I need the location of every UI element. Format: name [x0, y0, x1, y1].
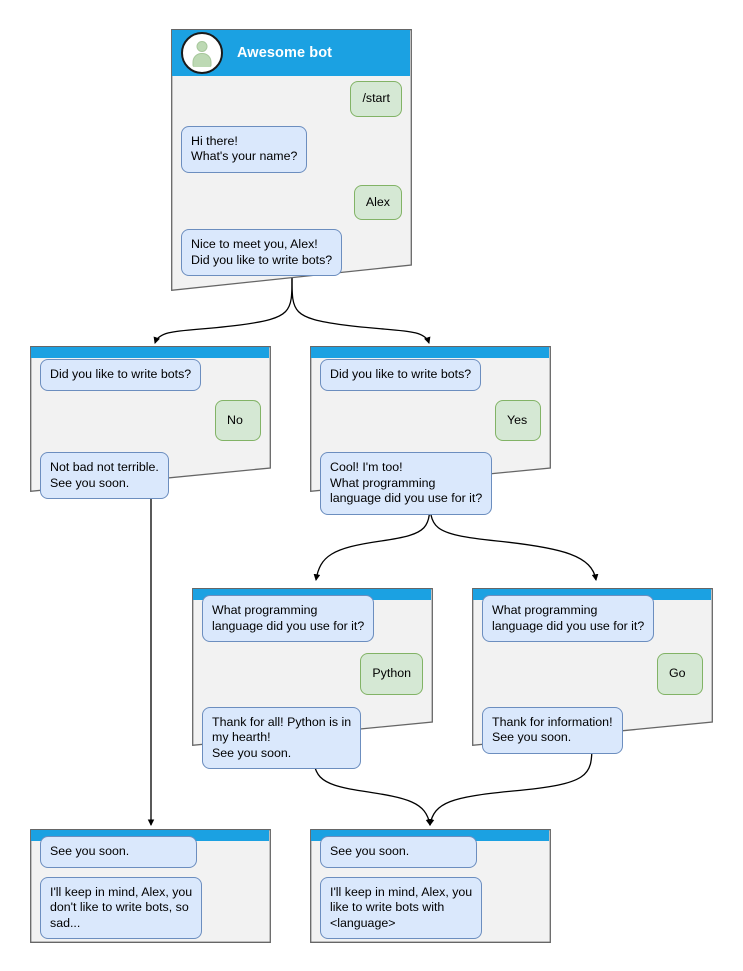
node-yes-branch[interactable]: Did you like to write bots? Yes Cool! I'… [310, 346, 551, 515]
bot-message-bubble: I'll keep in mind, Alex, you like to wri… [320, 876, 483, 939]
end-sad-chat-area: See you soon. I'll keep in mind, Alex, y… [30, 836, 271, 948]
card-header-strip [31, 830, 269, 841]
message-row: I'll keep in mind, Alex, you don't like … [40, 876, 261, 939]
node-python-branch[interactable]: What programming language did you use fo… [192, 588, 433, 769]
message-row: Did you like to write bots? [40, 359, 261, 391]
message-row: I'll keep in mind, Alex, you like to wri… [320, 876, 541, 939]
node-go-branch[interactable]: What programming language did you use fo… [472, 588, 713, 754]
user-message-bubble: Yes [495, 399, 541, 441]
message-row: Did you like to write bots? [320, 359, 541, 391]
bot-message-bubble: Thank for all! Python is in my hearth! S… [202, 706, 362, 769]
message-row: See you soon. [40, 836, 261, 868]
node-end-sad[interactable]: See you soon. I'll keep in mind, Alex, y… [30, 829, 271, 943]
user-message-bubble: Python [360, 653, 423, 695]
bot-message-bubble: Did you like to write bots? [320, 359, 482, 391]
node-root[interactable]: Awesome bot /start Hi there! What's your… [171, 29, 412, 291]
message-row: /start [181, 81, 402, 117]
user-message-bubble: Alex [353, 184, 402, 220]
root-card-header: Awesome bot [172, 30, 410, 76]
message-row: Alex [181, 184, 402, 220]
message-row: What programming language did you use fo… [482, 595, 703, 642]
end-happy-chat-area: See you soon. I'll keep in mind, Alex, y… [310, 836, 551, 948]
message-row: Not bad not terrible. See you soon. [40, 452, 261, 499]
avatar-head [196, 41, 208, 52]
user-message-bubble: /start [350, 81, 402, 117]
message-row: See you soon. [320, 836, 541, 868]
message-row: Hi there! What's your name? [181, 125, 402, 173]
node-end-happy[interactable]: See you soon. I'll keep in mind, Alex, y… [310, 829, 551, 943]
message-row: Yes [320, 399, 541, 441]
message-row: Thank for all! Python is in my hearth! S… [202, 706, 423, 769]
avatar-body [192, 53, 212, 67]
user-message-bubble: No [215, 399, 261, 441]
message-row: Cool! I'm too! What programming language… [320, 452, 541, 515]
root-chat-area: /start Hi there! What's your name? Alex … [171, 81, 412, 285]
node-no-branch[interactable]: Did you like to write bots? No Not bad n… [30, 346, 271, 499]
card-header-strip [311, 830, 549, 841]
bot-message-bubble: Hi there! What's your name? [181, 125, 308, 173]
message-row: Python [202, 653, 423, 695]
bot-message-bubble: What programming language did you use fo… [202, 595, 375, 642]
user-avatar-icon [181, 32, 223, 74]
card-header-strip [311, 347, 549, 358]
yes-branch-chat-area: Did you like to write bots? Yes Cool! I'… [310, 359, 551, 524]
bot-message-bubble: Not bad not terrible. See you soon. [40, 452, 169, 499]
bot-message-bubble: What programming language did you use fo… [482, 595, 655, 642]
bot-message-bubble: See you soon. [40, 836, 197, 868]
message-row: What programming language did you use fo… [202, 595, 423, 642]
message-row: Nice to meet you, Alex! Did you like to … [181, 229, 402, 276]
bot-message-bubble: Nice to meet you, Alex! Did you like to … [181, 229, 343, 276]
message-row: No [40, 399, 261, 441]
go-branch-chat-area: What programming language did you use fo… [472, 595, 713, 763]
bot-message-bubble: I'll keep in mind, Alex, you don't like … [40, 876, 203, 939]
no-branch-chat-area: Did you like to write bots? No Not bad n… [30, 359, 271, 508]
card-header-strip [193, 589, 431, 600]
user-message-bubble: Go [657, 653, 703, 695]
python-branch-chat-area: What programming language did you use fo… [192, 595, 433, 778]
bot-message-bubble: See you soon. [320, 836, 477, 868]
card-header-strip [473, 589, 711, 600]
card-header-strip [31, 347, 269, 358]
bot-message-bubble: Cool! I'm too! What programming language… [320, 452, 493, 515]
bot-message-bubble: Thank for information! See you soon. [482, 706, 623, 754]
bot-name-label: Awesome bot [237, 45, 333, 61]
message-row: Go [482, 653, 703, 695]
message-row: Thank for information! See you soon. [482, 706, 703, 754]
bot-message-bubble: Did you like to write bots? [40, 359, 202, 391]
